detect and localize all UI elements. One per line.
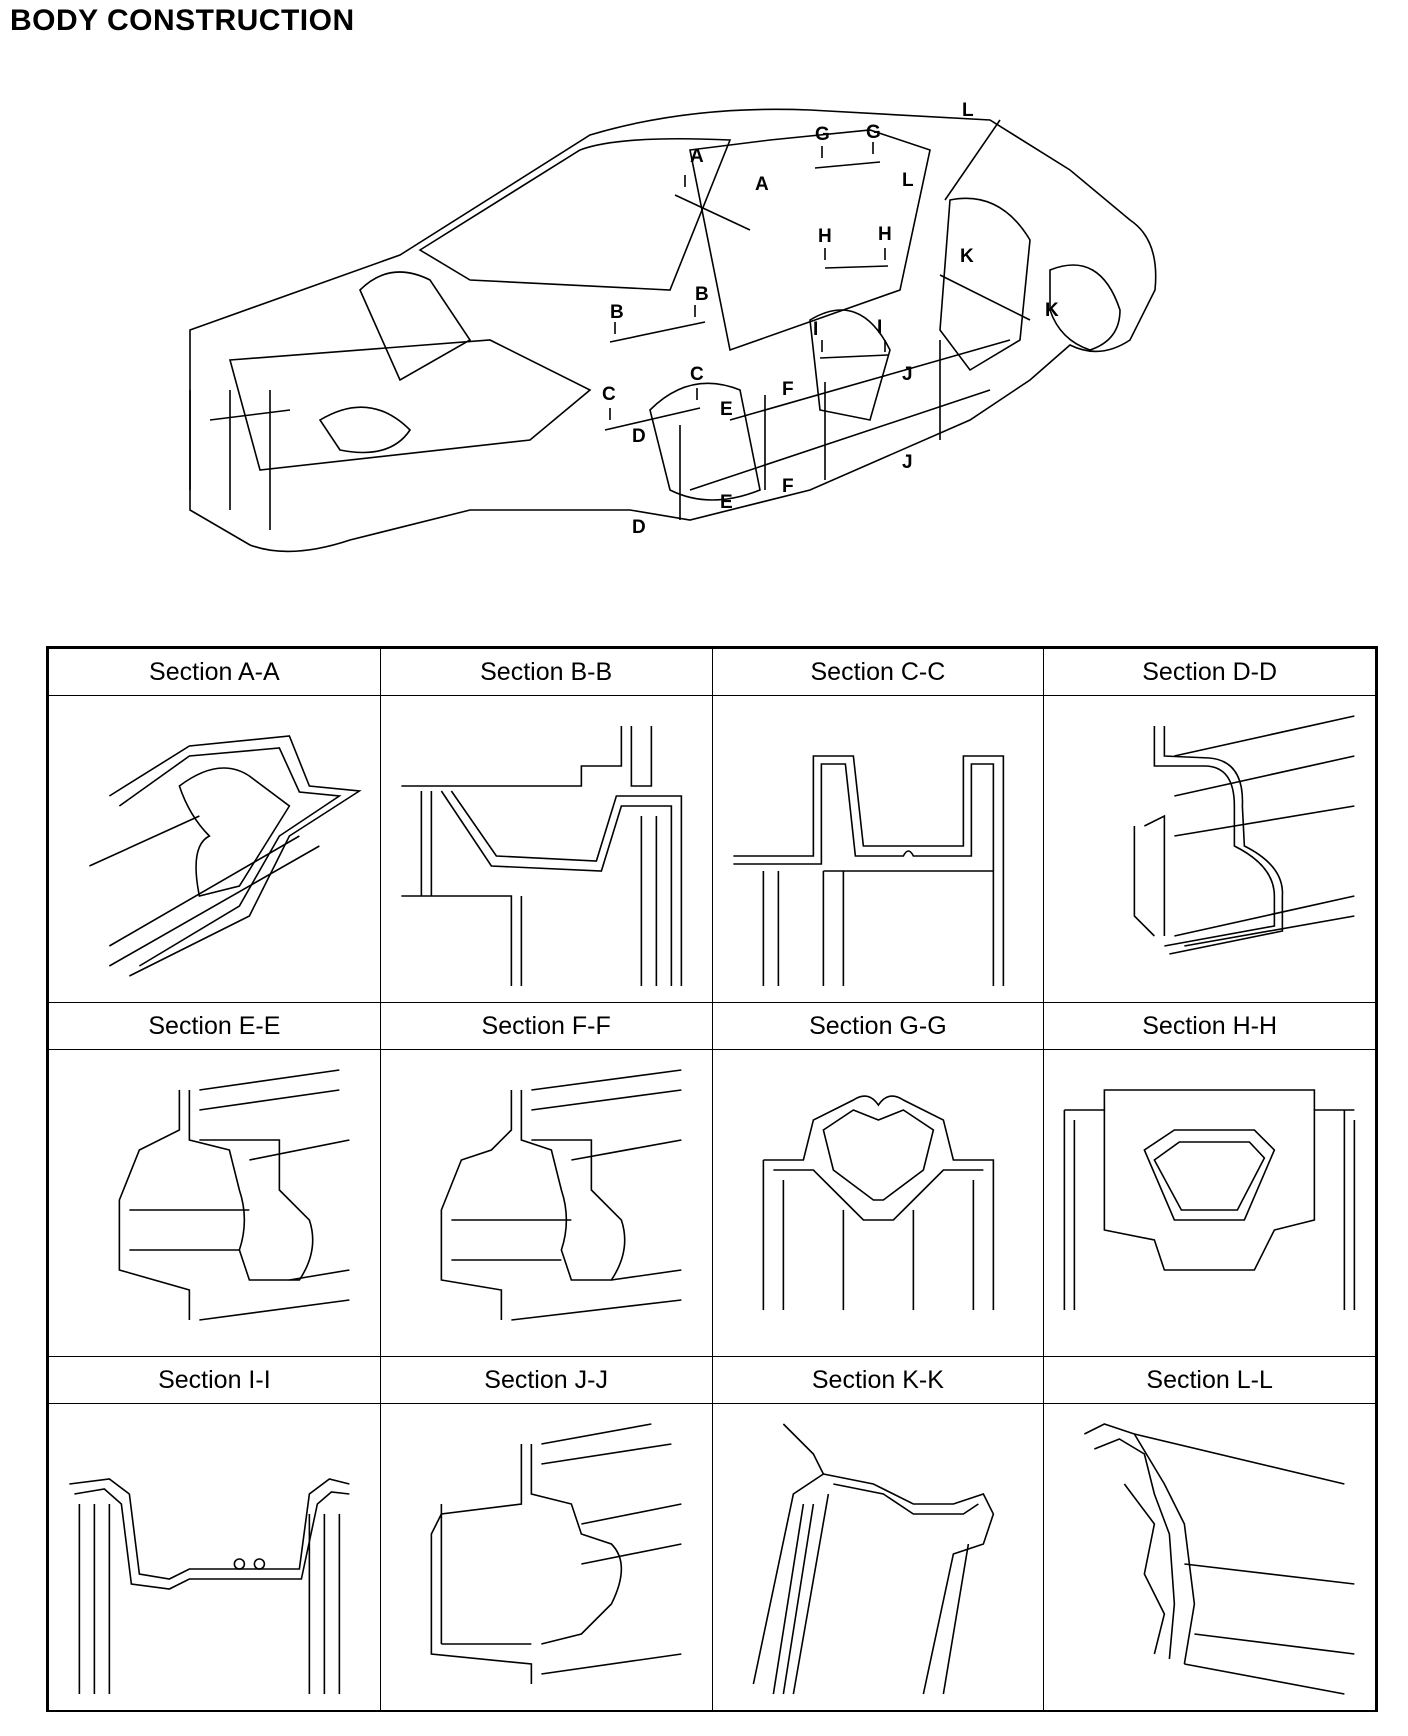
- callout-l-top: L: [962, 100, 974, 121]
- section-cell-j: Section J-J: [379, 1356, 713, 1711]
- section-label: Section I-I: [49, 1357, 380, 1404]
- callout-k-bottom: K: [1045, 300, 1059, 321]
- section-label: Section J-J: [380, 1357, 712, 1404]
- callout-d-bottom: D: [632, 517, 646, 538]
- section-cell-i: Section I-I: [48, 1356, 381, 1711]
- callout-b-left: B: [610, 302, 624, 323]
- section-c-drawing: [713, 696, 1044, 1002]
- section-label: Section H-H: [1044, 1003, 1375, 1050]
- section-cell-f: Section F-F: [379, 1002, 713, 1357]
- callout-j-top: J: [902, 364, 913, 385]
- callout-g-left: G: [815, 124, 830, 145]
- callout-f-bottom: F: [782, 476, 794, 497]
- callout-j-bottom: J: [902, 452, 913, 473]
- section-cell-k: Section K-K: [711, 1356, 1045, 1711]
- section-e-drawing: [49, 1050, 380, 1356]
- section-a-drawing: [49, 696, 380, 1002]
- callout-h-left: H: [818, 226, 832, 247]
- section-cell-b: Section B-B: [379, 648, 713, 1003]
- section-views-grid: Section A-A Section B-B: [46, 646, 1378, 1712]
- callout-b-right: B: [695, 284, 709, 305]
- page-title: BODY CONSTRUCTION: [10, 4, 355, 37]
- callout-c-right: C: [690, 364, 704, 385]
- callout-h-right: H: [878, 224, 892, 245]
- section-label: Section C-C: [712, 649, 1044, 696]
- section-cell-g: Section G-G: [711, 1002, 1045, 1357]
- section-b-drawing: [381, 696, 712, 1002]
- section-label: Section E-E: [49, 1003, 380, 1050]
- callout-c-left: C: [602, 384, 616, 405]
- callout-l-inner: L: [902, 170, 914, 191]
- callout-k-top: K: [960, 246, 974, 267]
- section-g-drawing: [713, 1050, 1044, 1356]
- section-cell-d: Section D-D: [1043, 648, 1376, 1003]
- section-cell-e: Section E-E: [48, 1002, 381, 1357]
- section-label: Section K-K: [712, 1357, 1044, 1404]
- section-cell-h: Section H-H: [1043, 1002, 1376, 1357]
- callout-d-top: D: [632, 426, 646, 447]
- section-label: Section D-D: [1044, 649, 1375, 696]
- section-label: Section G-G: [712, 1003, 1044, 1050]
- section-label: Section A-A: [49, 649, 380, 696]
- callout-i-left: I: [813, 319, 818, 340]
- section-cell-c: Section C-C: [711, 648, 1045, 1003]
- callout-e-bottom: E: [720, 492, 733, 513]
- callout-a-side: A: [755, 174, 769, 195]
- callout-g-right: G: [866, 122, 881, 143]
- section-d-drawing: [1044, 696, 1375, 1002]
- callout-i-right: I: [877, 317, 882, 338]
- section-j-drawing: [381, 1404, 712, 1710]
- callout-f-top: F: [782, 379, 794, 400]
- section-cell-l: Section L-L: [1043, 1356, 1376, 1711]
- section-label: Section B-B: [380, 649, 712, 696]
- section-h-drawing: [1044, 1050, 1375, 1356]
- section-cell-a: Section A-A: [48, 648, 381, 1003]
- car-body-drawing: A A B B C C D D E E F F G G H H I I J J …: [189, 100, 1157, 553]
- section-label: Section L-L: [1044, 1357, 1375, 1404]
- section-label: Section F-F: [380, 1003, 712, 1050]
- car-body-illustration: A A B B C C D D E E F F G G H H I I J J …: [170, 90, 1300, 620]
- section-f-drawing: [381, 1050, 712, 1356]
- callout-a-top: A: [690, 146, 704, 167]
- section-k-drawing: [713, 1404, 1044, 1710]
- callout-e-top: E: [720, 399, 733, 420]
- section-l-drawing: [1044, 1404, 1375, 1710]
- section-i-drawing: [49, 1404, 380, 1710]
